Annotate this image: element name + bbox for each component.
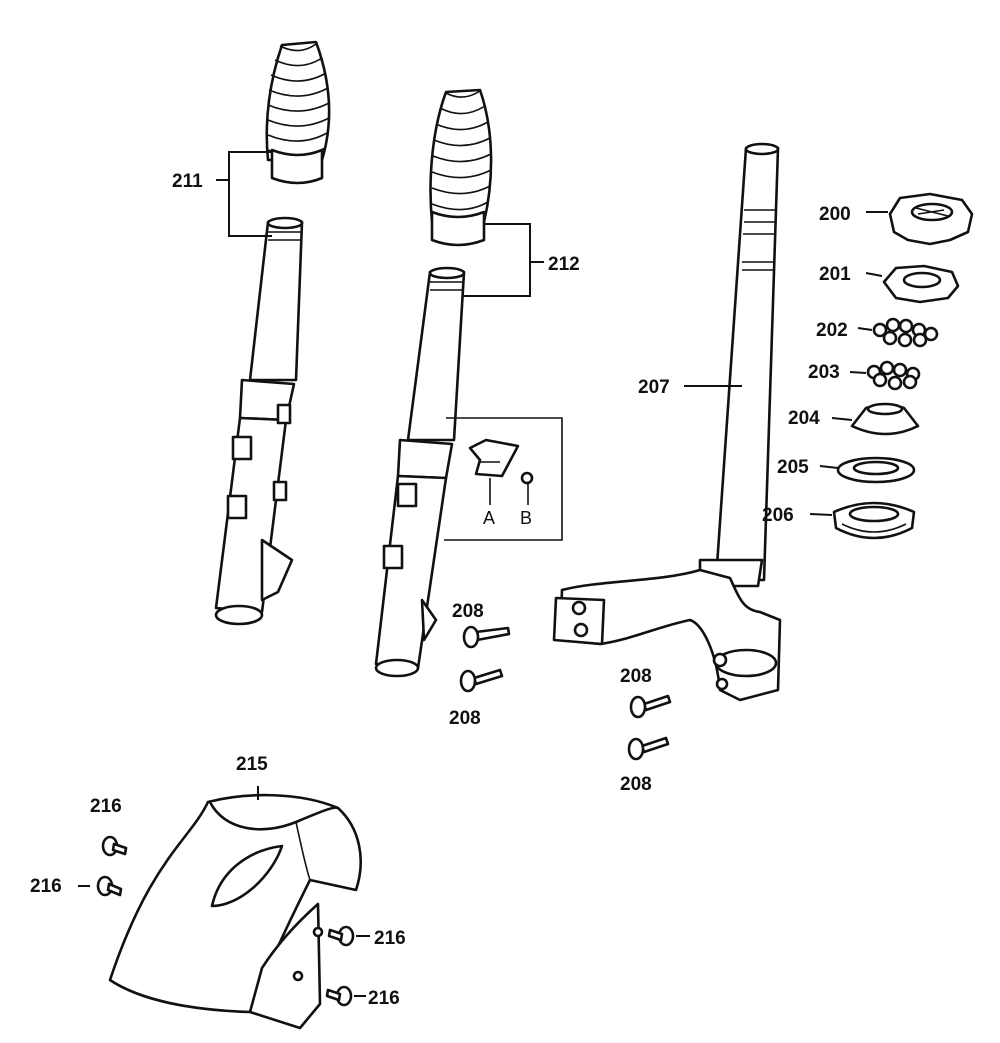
right-fork-boot: [429, 88, 493, 247]
screw-216-top-left: 216: [90, 796, 128, 857]
bolt-208-upper-left: 208: [452, 601, 511, 649]
label-b: B: [520, 508, 532, 528]
bottom-cone-race: 206: [762, 501, 916, 540]
label-203: 203: [808, 362, 840, 383]
ball-race-202: 202: [816, 317, 939, 348]
label-211: 211: [172, 171, 203, 192]
bolt-208-upper-right: 208: [620, 666, 672, 719]
label-207-callout: 207: [638, 377, 742, 398]
bearing-washer-205: 205: [777, 456, 916, 484]
bolt-part-b: [520, 471, 534, 485]
left-fork-leg: [214, 216, 304, 626]
label-206: 206: [762, 505, 794, 526]
bolt-208-lower-right: 208: [620, 736, 670, 795]
ball-race-203: 203: [808, 360, 921, 391]
label-215: 215: [236, 754, 268, 775]
label-202: 202: [816, 320, 848, 341]
label-208-upper-left: 208: [452, 601, 484, 622]
label-212-callout: 212: [462, 223, 580, 297]
screw-216-bottom-right: 216: [325, 985, 400, 1009]
label-216-mid-left: 216: [30, 876, 62, 897]
label-216-bottom-right: 216: [368, 988, 400, 1009]
label-216-top-left: 216: [90, 796, 122, 817]
bracket-part-a: [468, 438, 520, 478]
screw-216-mid-right: 216: [327, 925, 406, 949]
label-201: 201: [819, 264, 851, 285]
left-fork-boot: [265, 40, 331, 185]
steering-stem: [552, 142, 782, 702]
label-205: 205: [777, 457, 809, 478]
label-207: 207: [638, 377, 670, 398]
front-fender: 215: [108, 754, 362, 1030]
label-208-lower-left: 208: [449, 708, 481, 729]
label-208-lower-right: 208: [620, 774, 652, 795]
right-fork-leg: [374, 266, 466, 678]
adjusting-nut: 201: [819, 264, 960, 304]
bolt-208-lower-left: 208: [449, 668, 504, 729]
label-212: 212: [548, 254, 580, 275]
lock-nut: 200: [819, 192, 974, 246]
label-200: 200: [819, 204, 851, 225]
screw-216-mid-left: 216: [30, 875, 123, 897]
label-208-upper-right: 208: [620, 666, 652, 687]
top-cone-race: 204: [788, 402, 920, 436]
bracket-detail-box: A B: [444, 417, 563, 541]
label-204: 204: [788, 408, 820, 429]
label-211-callout: 211: [172, 151, 272, 237]
label-a: A: [483, 508, 495, 528]
label-216-mid-right: 216: [374, 928, 406, 949]
